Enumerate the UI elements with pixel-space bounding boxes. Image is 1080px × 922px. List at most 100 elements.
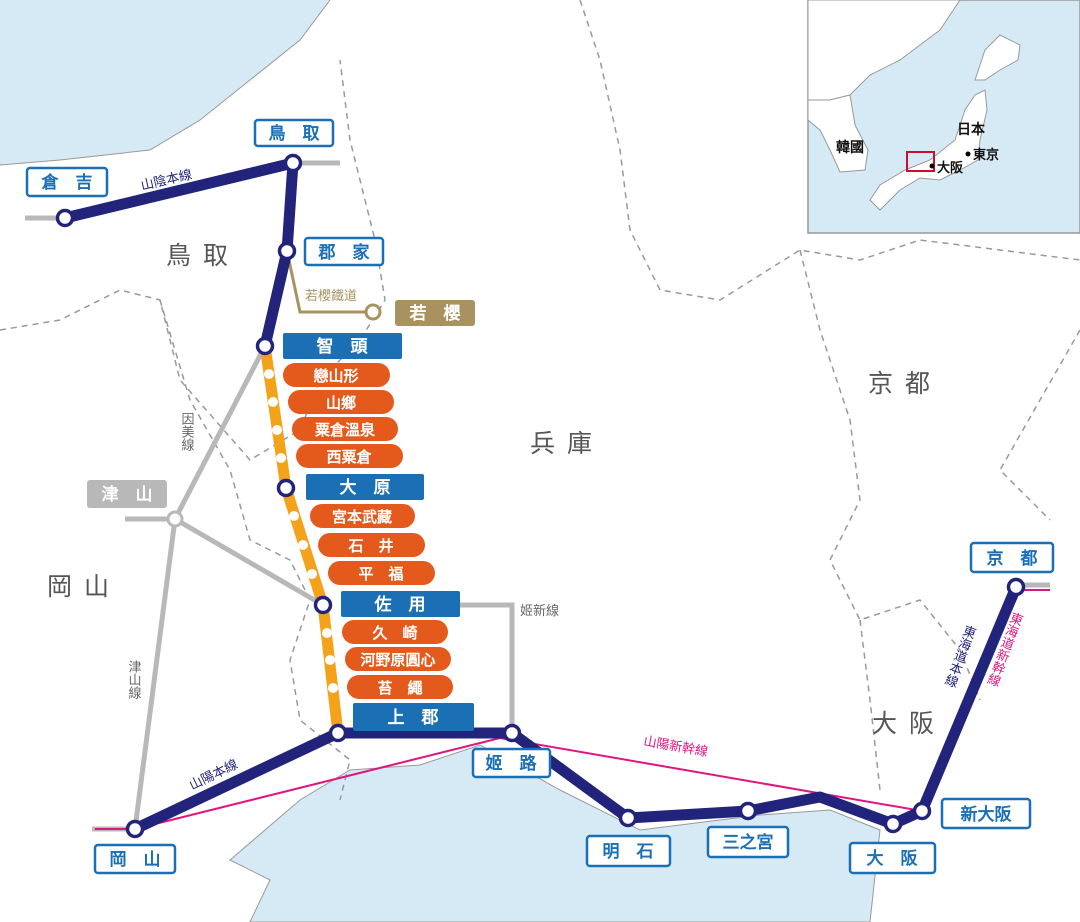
- region-tottori: 鳥取: [166, 241, 240, 270]
- svg-text:上 郡: 上 郡: [388, 708, 439, 728]
- marker-ohara[interactable]: [276, 478, 296, 498]
- local-stop[interactable]: 苔 繩: [347, 675, 453, 699]
- svg-text:姬 路: 姬 路: [486, 753, 538, 774]
- marker-sayo[interactable]: [313, 595, 333, 615]
- station-koge[interactable]: 郡 家: [303, 236, 385, 267]
- sanyo-tokaido-main-line: [132, 584, 1022, 834]
- inset-label-osaka: 大阪: [937, 160, 964, 176]
- station-kurayoshi[interactable]: 倉 吉: [25, 166, 109, 198]
- svg-text:大 阪: 大 阪: [867, 848, 918, 869]
- label-sanyo-shinkansen: 山陽新幹線: [642, 733, 709, 760]
- local-stop[interactable]: 平 福: [328, 561, 435, 585]
- label-tsuyama-line: 津山線: [126, 660, 142, 699]
- inbi-line: [172, 344, 268, 521]
- inset-label-japan: 日本: [957, 121, 986, 138]
- local-stop[interactable]: 山鄉: [288, 390, 394, 414]
- station-okayama[interactable]: 岡 山: [93, 843, 177, 875]
- station-sannomiya[interactable]: 三之宮: [706, 825, 790, 859]
- station-akashi[interactable]: 明 石: [585, 834, 672, 868]
- station-tottori[interactable]: 鳥 取: [253, 118, 335, 148]
- station-osaka[interactable]: 大 阪: [848, 841, 937, 875]
- prefecture-borders: [0, 0, 1080, 801]
- local-stop[interactable]: 粟倉溫泉: [292, 417, 398, 441]
- svg-text:岡 山: 岡 山: [110, 850, 161, 870]
- marker-kyoto[interactable]: [1006, 577, 1026, 597]
- marker-kamigori[interactable]: [328, 723, 348, 743]
- local-stop[interactable]: 宮本武藏: [310, 504, 415, 528]
- label-wakasa-railway: 若櫻鐵道: [305, 288, 357, 304]
- inset-korea: [807, 94, 869, 173]
- marker-koge[interactable]: [277, 241, 297, 261]
- svg-text:鳥 取: 鳥 取: [269, 123, 320, 144]
- station-tsuyama[interactable]: 津 山: [87, 480, 167, 508]
- local-stop[interactable]: 石 井: [318, 533, 425, 557]
- marker-himeji[interactable]: [502, 723, 522, 743]
- marker-shin-osaka[interactable]: [912, 801, 932, 821]
- inset-hokkaido: [974, 34, 1021, 81]
- svg-text:苔 繩: 苔 繩: [377, 679, 422, 697]
- inset-label-korea: 韓國: [836, 139, 864, 156]
- label-kishin-line: 姬新線: [520, 603, 559, 619]
- svg-text:宮本武藏: 宮本武藏: [332, 508, 392, 526]
- svg-text:粟倉溫泉: 粟倉溫泉: [314, 421, 376, 439]
- marker-akashi[interactable]: [618, 808, 638, 828]
- marker-osaka[interactable]: [883, 814, 903, 834]
- inset-map: 韓國 日本 東京 大阪: [807, 0, 1080, 234]
- svg-text:久 崎: 久 崎: [372, 624, 417, 642]
- svg-text:河野原圓心: 河野原圓心: [360, 651, 435, 669]
- svg-text:津 山: 津 山: [102, 484, 153, 505]
- inset-japan: [869, 89, 988, 211]
- region-osaka: 大阪: [872, 709, 946, 738]
- svg-text:佐 用: 佐 用: [374, 594, 426, 615]
- marker-okayama[interactable]: [125, 819, 145, 839]
- inset-label-tokyo: 東京: [973, 147, 999, 163]
- svg-text:新大阪: 新大阪: [961, 804, 1012, 825]
- label-inbi-line: 因美線: [179, 412, 195, 451]
- region-hyogo: 兵庫: [530, 429, 604, 458]
- svg-text:平 福: 平 福: [358, 565, 403, 583]
- svg-text:智 頭: 智 頭: [317, 336, 369, 357]
- station-shin-osaka[interactable]: 新大阪: [940, 797, 1032, 830]
- tsuyama-sayo-link: [173, 516, 325, 608]
- local-stop[interactable]: 西粟倉: [296, 444, 403, 468]
- marker-kurayoshi[interactable]: [55, 208, 75, 228]
- station-kyoto[interactable]: 京 都: [969, 541, 1055, 574]
- inset-area-highlight: [906, 151, 935, 172]
- station-himeji[interactable]: 姬 路: [471, 747, 552, 779]
- svg-text:倉 吉: 倉 吉: [41, 172, 93, 193]
- svg-text:大 原: 大 原: [340, 477, 391, 498]
- marker-sannomiya[interactable]: [738, 801, 758, 821]
- svg-text:若 櫻: 若 櫻: [409, 303, 461, 324]
- sanin-main-line: [63, 157, 299, 348]
- coast-north: [0, 0, 331, 166]
- kishin-line: [460, 602, 515, 733]
- svg-text:京 都: 京 都: [987, 548, 1038, 569]
- marker-tsuyama[interactable]: [166, 510, 184, 528]
- tsuyama-line: [132, 518, 178, 830]
- svg-text:郡 家: 郡 家: [318, 242, 370, 263]
- local-stop[interactable]: 戀山形: [283, 363, 390, 387]
- local-stop[interactable]: 久 崎: [342, 620, 448, 644]
- svg-text:西粟倉: 西粟倉: [326, 448, 372, 466]
- sea-north: [0, 0, 330, 165]
- station-wakasa[interactable]: 若 櫻: [395, 300, 475, 326]
- marker-chizu[interactable]: [255, 336, 275, 356]
- svg-text:戀山形: 戀山形: [313, 367, 358, 385]
- svg-text:石 井: 石 井: [347, 537, 393, 555]
- svg-text:山鄉: 山鄉: [326, 394, 356, 412]
- wakasa-station-marker[interactable]: [364, 303, 382, 321]
- station-chizu[interactable]: 智 頭: [283, 333, 402, 359]
- station-sayo[interactable]: 佐 用: [341, 591, 460, 617]
- local-stop[interactable]: 河野原圓心: [345, 647, 451, 671]
- marker-tottori[interactable]: [283, 153, 303, 173]
- svg-text:明 石: 明 石: [603, 842, 654, 862]
- svg-text:三之宮: 三之宮: [723, 832, 774, 853]
- station-ohara[interactable]: 大 原: [306, 474, 424, 500]
- station-kamigori[interactable]: 上 郡: [353, 703, 474, 731]
- region-kyoto: 京都: [868, 369, 942, 398]
- station-markers: [55, 153, 1026, 839]
- local-stop-dots: [264, 369, 338, 693]
- region-okayama: 岡山: [47, 572, 121, 601]
